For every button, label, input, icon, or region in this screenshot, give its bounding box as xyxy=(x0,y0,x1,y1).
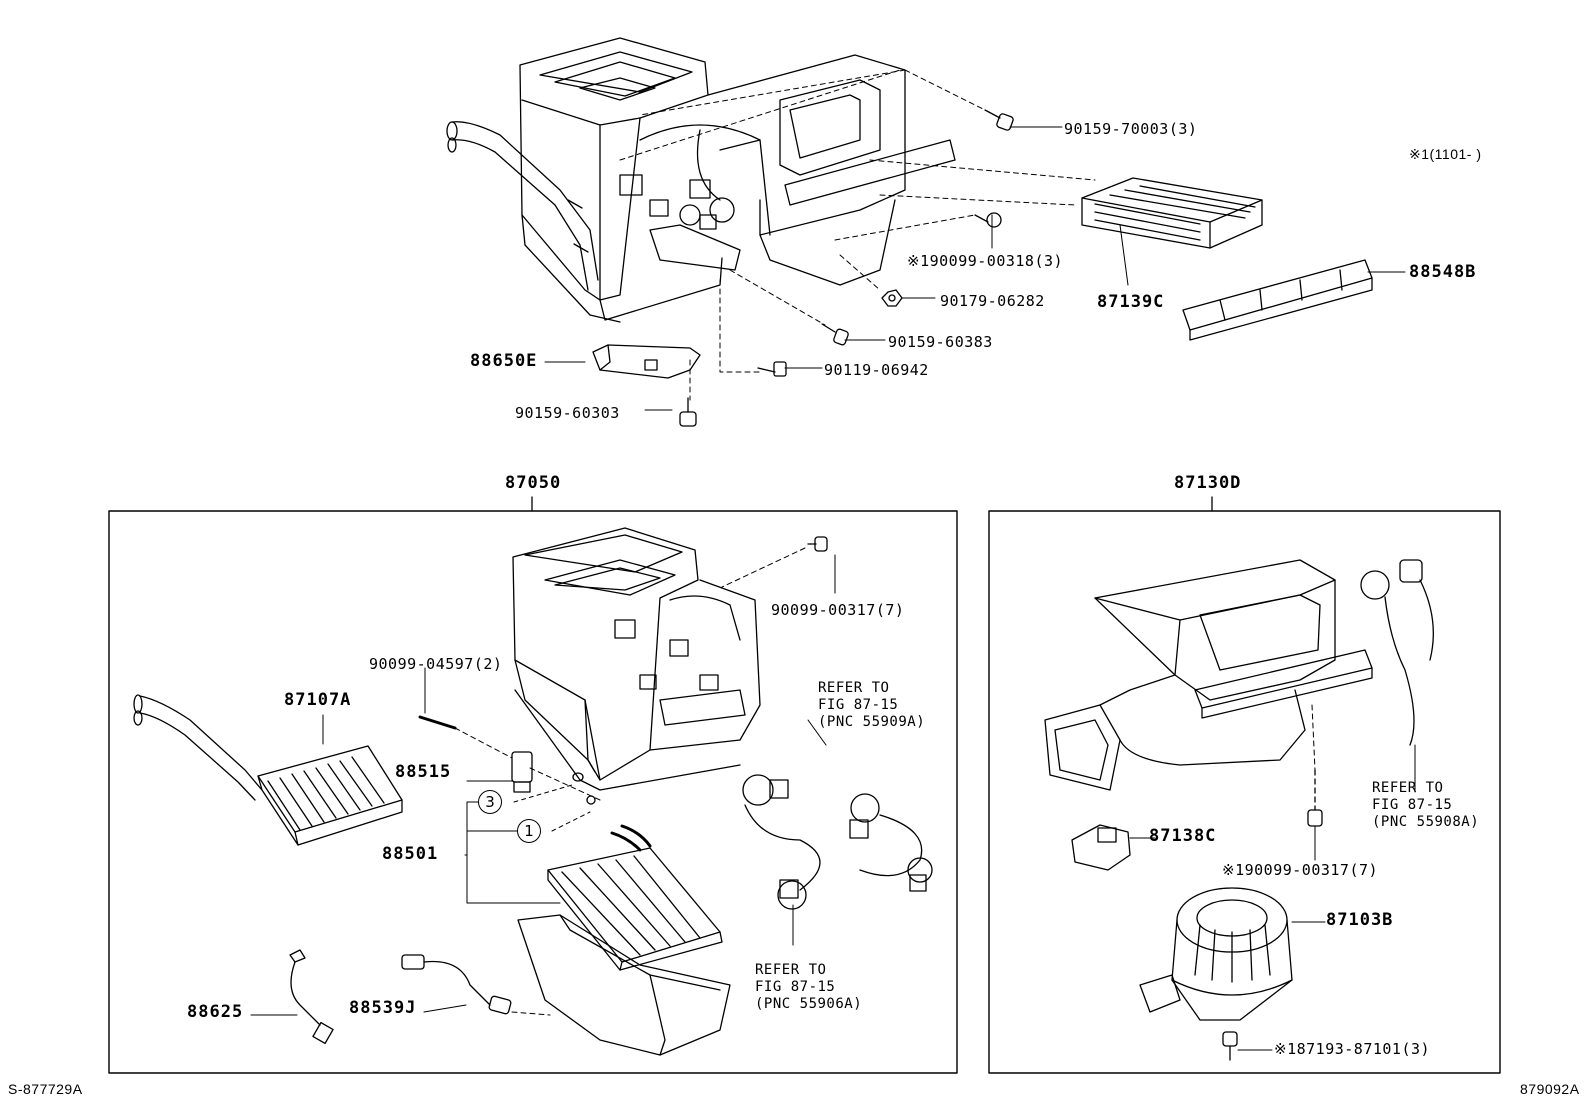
right-blower-housing-drawing xyxy=(1044,559,1373,791)
part-label-90159-70003[interactable]: 90159-70003(3) xyxy=(1064,120,1198,138)
figure-id-left: S-877729A xyxy=(8,1081,83,1097)
part-label-90159-60303[interactable]: 90159-60303 xyxy=(515,404,620,422)
part-label-90099-00317-right[interactable]: ※190099-00317(7) xyxy=(1222,861,1379,879)
part-label-88539J[interactable]: 88539J xyxy=(349,998,417,1018)
part-label-88548B[interactable]: 88548B xyxy=(1409,262,1477,282)
part-label-90099-00318[interactable]: ※190099-00318(3) xyxy=(907,252,1064,270)
part-label-90179-06282[interactable]: 90179-06282 xyxy=(940,292,1045,310)
part-label-87193-87101[interactable]: ※187193-87101(3) xyxy=(1274,1040,1431,1058)
part-label-90099-00317-left[interactable]: 90099-00317(7) xyxy=(771,601,905,619)
left-box-title[interactable]: 87050 xyxy=(505,473,562,493)
left-leader-lines xyxy=(250,547,836,1016)
part-label-87107A[interactable]: 87107A xyxy=(284,690,352,710)
left-box-frame xyxy=(108,510,958,1074)
part-label-90159-60383[interactable]: 90159-60383 xyxy=(888,333,993,351)
top-fasteners xyxy=(592,109,1373,427)
part-label-90099-04597[interactable]: 90099-04597(2) xyxy=(369,655,503,673)
note-range-label: ※1(1101- ) xyxy=(1409,146,1482,162)
refer-note-55909A[interactable]: REFER TO FIG 87-15 (PNC 55909A) xyxy=(818,680,926,730)
right-box-frame xyxy=(988,510,1501,1074)
part-label-88501[interactable]: 88501 xyxy=(382,844,439,864)
top-hvac-unit-drawing xyxy=(446,37,956,323)
right-small-parts xyxy=(1071,559,1434,1061)
top-leader-lines xyxy=(544,69,1406,411)
part-label-88650E[interactable]: 88650E xyxy=(470,351,538,371)
part-label-90119-06942[interactable]: 90119-06942 xyxy=(824,361,929,379)
part-label-88625[interactable]: 88625 xyxy=(187,1002,244,1022)
right-box-title[interactable]: 87130D xyxy=(1174,473,1242,493)
part-label-88515[interactable]: 88515 xyxy=(395,762,452,782)
left-small-parts xyxy=(289,536,933,1045)
figure-id-right: 879092A xyxy=(1520,1081,1580,1097)
part-label-87139C[interactable]: 87139C xyxy=(1097,292,1165,312)
left-lower-case-drawing xyxy=(517,914,731,1056)
left-heater-core-drawing xyxy=(133,694,403,846)
refer-note-55906A[interactable]: REFER TO FIG 87-15 (PNC 55906A) xyxy=(755,962,863,1012)
left-evaporator-drawing xyxy=(547,824,723,971)
part-label-87103B[interactable]: 87103B xyxy=(1326,910,1394,930)
circle-marker-3: 3 xyxy=(478,790,502,814)
part-label-87138C[interactable]: 87138C xyxy=(1149,826,1217,846)
circle-marker-1: 1 xyxy=(517,819,541,843)
left-hvac-housing-drawing xyxy=(512,527,761,791)
refer-note-55908A[interactable]: REFER TO FIG 87-15 (PNC 55908A) xyxy=(1372,780,1480,830)
right-leader-lines xyxy=(1129,704,1416,1051)
